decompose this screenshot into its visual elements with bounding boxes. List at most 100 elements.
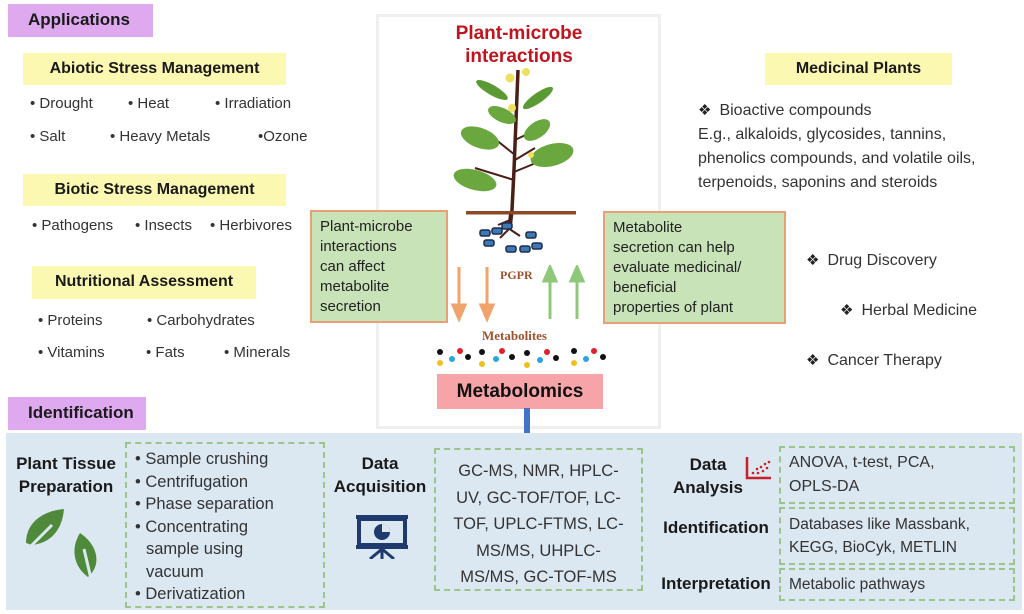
metabolite-dot [571, 348, 577, 354]
examples-line: terpenoids, saponins and steroids [698, 174, 938, 191]
prep-step: sample using [146, 540, 244, 558]
bioactive-compounds: ❖Bioactive compounds E.g., alkaloids, gl… [698, 99, 976, 195]
biotic-stress-header: Biotic Stress Management [23, 174, 286, 206]
applications-header: Applications [8, 4, 153, 37]
method-line: TOF, UPLC-FTMS, LC- [453, 515, 624, 533]
note-line: beneficial [613, 279, 677, 296]
leaf [530, 142, 574, 168]
leaf [488, 106, 516, 124]
heading-line: Data [361, 454, 399, 473]
bacterium-icon [491, 227, 503, 235]
flower [528, 152, 534, 158]
metabolite-dot [493, 356, 499, 362]
abiotic-item: • Drought [30, 95, 93, 112]
use-herbal-medicine: ❖Herbal Medicine [840, 299, 977, 323]
preparation-steps-box: • Sample crushing • Centrifugation • Pha… [125, 442, 325, 608]
prep-step: • Centrifugation [135, 472, 249, 491]
flow-arrows [450, 265, 586, 323]
use-cancer-therapy: ❖ Cancer Therapy [806, 349, 942, 373]
interpretation-box: Metabolic pathways [779, 568, 1015, 601]
note-line: Metabolite [613, 219, 683, 236]
leaf [522, 86, 554, 110]
heading-line: Data [689, 455, 727, 474]
method-line: MS/MS, UHPLC- [476, 541, 601, 560]
metabolite-dot [571, 360, 577, 366]
up-arrow-icon [541, 265, 559, 319]
abiotic-item: •Ozone [258, 128, 308, 145]
metabolite-dot [553, 355, 559, 361]
use-drug-discovery: ❖ Drug Discovery [806, 249, 937, 273]
note-line: metabolite [320, 278, 390, 295]
identification-band [6, 433, 1022, 610]
medicinal-plants-header: Medicinal Plants [765, 53, 952, 85]
soil-line [466, 211, 576, 215]
pgpr-bacteria [479, 222, 543, 253]
examples-line: phenolics compounds, and volatile oils, [698, 150, 976, 167]
metabolite-dot [600, 354, 606, 360]
down-arrow-icon [450, 267, 468, 323]
bacterium-icon [531, 242, 543, 250]
metabolite-dot [524, 362, 530, 368]
method-line: GC-MS, NMR, HPLC- [458, 462, 619, 480]
use-label: Herbal Medicine [861, 302, 978, 319]
plant-illustration [453, 68, 576, 239]
down-arrow-icon [478, 267, 496, 323]
use-label: Drug Discovery [827, 252, 937, 269]
right-note-box: Metabolite secretion can help evaluate m… [603, 211, 786, 324]
title-line: Plant-microbe [455, 23, 583, 44]
note-line: secretion [320, 298, 381, 315]
note-line: properties of plant [613, 299, 734, 316]
examples-line: E.g., alkaloids, glycosides, tannins, [698, 126, 947, 143]
diamond-bullet-icon: ❖ [698, 102, 712, 119]
plant-stem [508, 69, 520, 229]
analysis-methods-box: ANOVA, t-test, PCA, OPLS-DA [779, 446, 1015, 504]
title-line: interactions [465, 46, 573, 67]
abiotic-item: • Irradiation [215, 95, 292, 112]
prep-step: • Sample crushing [135, 450, 269, 468]
note-line: Plant-microbe [320, 218, 413, 235]
interpretation-line: Metabolic pathways [789, 576, 926, 593]
plant-tissue-preparation-heading: Plant Tissue Preparation [10, 452, 122, 498]
abiotic-stress-header: Abiotic Stress Management [23, 53, 286, 85]
heading-line: Acquisition [333, 477, 427, 496]
analysis-line: ANOVA, t-test, PCA, [789, 454, 935, 471]
prep-step: • Phase separation [135, 495, 274, 513]
flower [505, 73, 515, 83]
note-line: interactions [320, 238, 397, 255]
metabolite-dot [457, 348, 463, 354]
metabolite-dot [591, 348, 597, 354]
data-analysis-heading: Data Analysis [672, 453, 744, 499]
heading-line: Preparation [18, 477, 114, 496]
flower [522, 68, 530, 76]
plant-microbe-title: Plant-microbe interactions [430, 22, 608, 68]
diamond-bullet-icon: ❖ [806, 252, 820, 269]
metabolite-dot [583, 356, 589, 362]
metabolites-label: Metabolites [482, 328, 547, 343]
nutritional-item: • Proteins [38, 312, 103, 329]
nutritional-assessment-header: Nutritional Assessment [32, 266, 256, 299]
pgpr-label: PGPR [500, 268, 533, 282]
diamond-bullet-icon: ❖ [806, 352, 820, 369]
metabolite-dot [449, 356, 455, 362]
up-arrow-icon [568, 265, 586, 319]
heading-line: Analysis [673, 478, 743, 497]
nutritional-item: • Minerals [224, 344, 291, 361]
bacterium-icon [501, 222, 513, 230]
bacterium-icon [483, 239, 495, 247]
prep-step: vacuum [146, 562, 204, 581]
note-line: secretion can help [613, 239, 735, 256]
interpretation-heading: Interpretation [661, 574, 771, 593]
biotic-item: • Herbivores [210, 217, 292, 234]
nutritional-item: • Carbohydrates [147, 312, 255, 329]
scatter-plot-icon [745, 457, 771, 480]
use-label: Cancer Therapy [827, 352, 942, 369]
identification-step-heading: Identification [663, 518, 769, 537]
metabolite-dot [537, 357, 543, 363]
metabolite-dot [479, 349, 485, 355]
acquisition-methods-box: GC-MS, NMR, HPLC- UV, GC-TOF/TOF, LC- TO… [434, 448, 643, 591]
identification-databases-box: Databases like Massbank, KEGG, BioCyk, M… [779, 507, 1015, 565]
data-acquisition-heading: Data Acquisition [330, 452, 430, 498]
metabolite-dots [437, 348, 606, 368]
metabolite-dot [437, 360, 443, 366]
note-line: evaluate medicinal/ [613, 259, 742, 276]
